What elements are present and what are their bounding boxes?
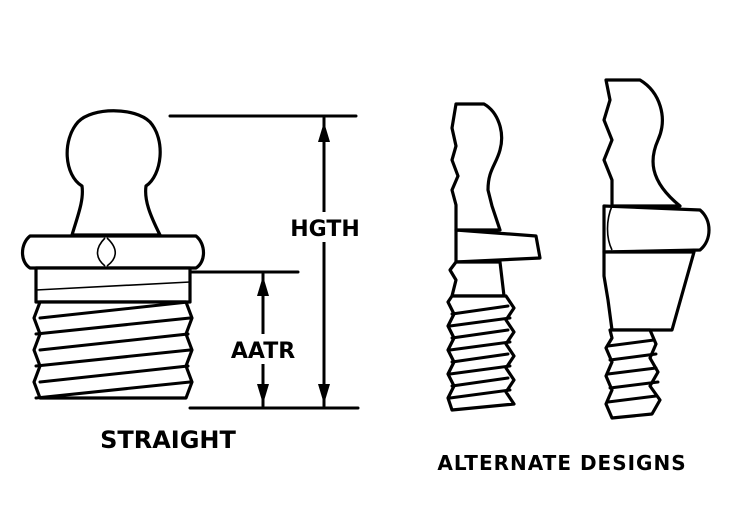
straight-fitting: [20, 109, 206, 400]
straight-hex-facets: [96, 237, 117, 267]
alt2-head: [602, 78, 682, 208]
straight-collar-line: [35, 281, 191, 291]
hgth-dimension: HGTH: [168, 114, 360, 410]
alt2-hex-nut: [602, 204, 711, 254]
alt1-shank: [448, 260, 506, 298]
alt1-thread-lines: [448, 304, 512, 400]
hgth-label-bg: [292, 212, 358, 242]
aatr-label: AATR: [231, 339, 295, 364]
alt2-thread-lines: [606, 338, 660, 404]
aatr-arrow-bottom-icon: [257, 384, 269, 404]
alt1-head: [450, 102, 504, 232]
alternate-design-2: [602, 78, 711, 420]
straight-threads: [32, 300, 194, 400]
hgth-arrow-bottom-icon: [318, 384, 330, 404]
alt2-hex-facet: [606, 205, 613, 251]
straight-thread-lines: [34, 300, 192, 400]
aatr-dimension: AATR: [188, 270, 300, 408]
alternate-design-1: [446, 102, 542, 412]
aatr-arrow-top-icon: [257, 276, 269, 296]
hgth-arrow-top-icon: [318, 122, 330, 142]
alternate-caption: ALTERNATE DESIGNS: [437, 451, 686, 475]
straight-thread-collar: [34, 266, 192, 304]
hgth-label: HGTH: [290, 217, 360, 242]
straight-hex-nut: [20, 234, 206, 270]
aatr-label-bg: [228, 334, 298, 364]
alt2-tapered-shank: [602, 250, 696, 332]
alt1-hex-nut: [454, 228, 542, 264]
straight-caption: STRAIGHT: [100, 426, 236, 454]
straight-ball-head: [65, 109, 162, 237]
